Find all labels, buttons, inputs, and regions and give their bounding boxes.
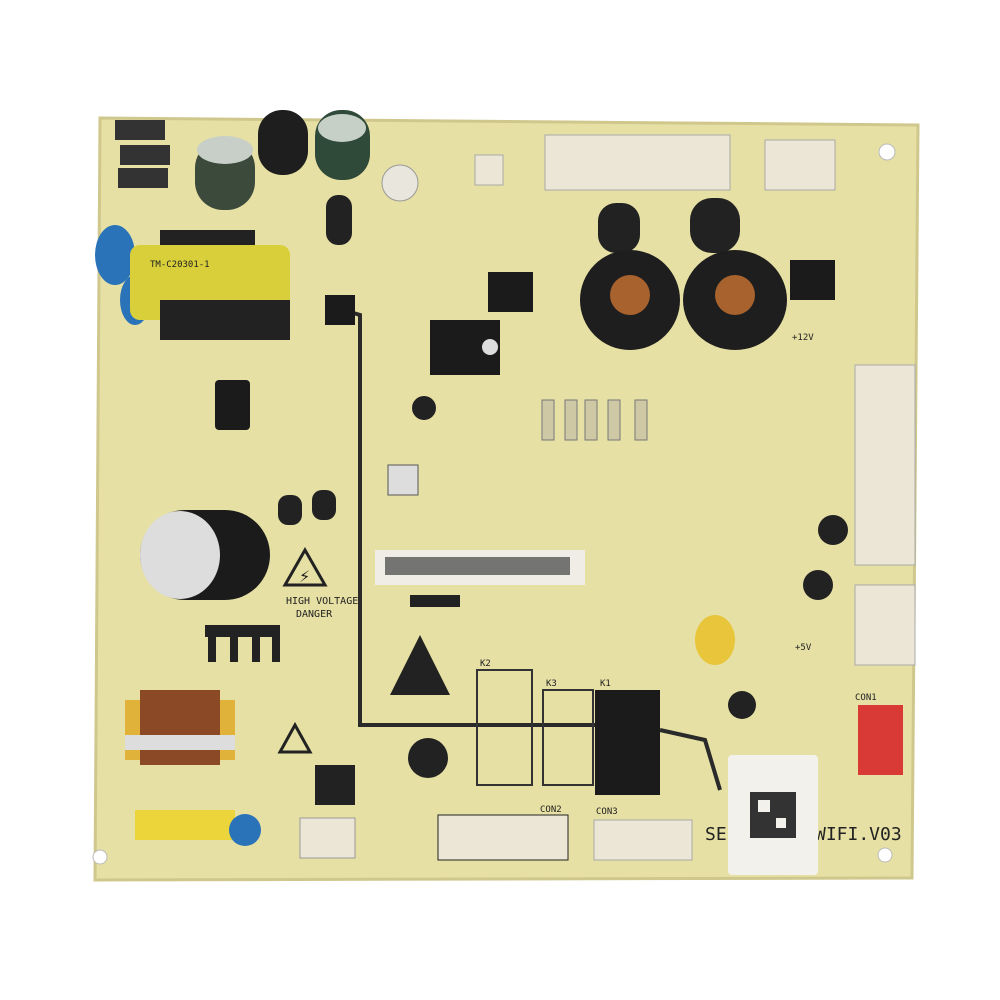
con2-label: CON2 <box>540 805 562 815</box>
connector <box>854 584 916 666</box>
switching-transformer: TM-C20301-1 <box>95 225 290 340</box>
k3-label: K3 <box>546 679 557 689</box>
capacitor <box>690 198 740 253</box>
connector <box>474 154 504 186</box>
capacitor <box>315 110 370 180</box>
relay-outline-k2 <box>476 669 533 786</box>
capacitor <box>312 490 336 520</box>
plus12v-label: +12V <box>792 333 814 343</box>
capacitor <box>412 396 436 420</box>
k2-label: K2 <box>480 659 491 669</box>
relay-outline-k3 <box>542 689 594 786</box>
connector <box>854 364 916 566</box>
esd-warning-icon <box>390 635 450 695</box>
connector <box>544 134 731 191</box>
model-prefix: SE <box>705 824 727 845</box>
barcode-label <box>375 550 585 585</box>
capacitor <box>818 515 848 545</box>
transistor <box>790 260 835 300</box>
mount-hole <box>92 849 108 865</box>
connector <box>299 817 356 859</box>
toroid-inductor <box>580 250 680 350</box>
high-voltage-warning-icon: ⚡ <box>282 546 328 587</box>
capacitor <box>278 495 302 525</box>
transistor <box>315 765 355 805</box>
relay-k1 <box>595 690 660 795</box>
trace <box>659 728 722 791</box>
capacitor <box>408 738 448 778</box>
connector <box>437 814 569 861</box>
con1-label: CON1 <box>855 693 877 703</box>
mount-hole <box>878 143 896 161</box>
x-capacitor <box>135 810 235 840</box>
capacitor <box>803 570 833 600</box>
voltage-regulator <box>430 320 500 375</box>
mount-hole <box>877 847 893 863</box>
model-number: WIFI.V03 <box>815 824 902 845</box>
inductor <box>695 615 735 665</box>
push-button[interactable] <box>387 464 419 496</box>
high-voltage-warning-icon <box>277 721 313 754</box>
toroid-inductor <box>683 250 787 350</box>
diode <box>120 145 170 165</box>
pin-header <box>410 595 460 607</box>
qr-code-label <box>728 755 818 875</box>
buzzer <box>381 164 419 202</box>
connector <box>593 819 693 861</box>
red-connector <box>858 705 903 775</box>
pin-header <box>205 625 280 662</box>
capacitor <box>195 136 255 210</box>
svg-text:⚡: ⚡ <box>299 567 310 586</box>
capacitor <box>326 195 352 245</box>
con3-label: CON3 <box>596 807 618 817</box>
connector <box>764 139 836 191</box>
transistor <box>488 272 533 312</box>
varistor <box>229 814 261 846</box>
high-voltage-text: HIGH VOLTAGE <box>286 596 358 607</box>
diode <box>118 168 168 188</box>
transformer-marking: TM-C20301-1 <box>150 260 210 270</box>
ic-chip <box>325 295 355 325</box>
capacitor <box>258 110 308 175</box>
diode <box>115 120 165 140</box>
plus5v-label: +5V <box>795 643 812 653</box>
danger-text: DANGER <box>296 609 333 620</box>
ic-chip <box>215 380 250 430</box>
k1-label: K1 <box>600 679 611 689</box>
line-filter-inductor <box>125 690 235 765</box>
capacitor <box>598 203 640 253</box>
resistor-array <box>541 399 648 441</box>
capacitor <box>140 510 270 600</box>
capacitor <box>728 691 756 719</box>
